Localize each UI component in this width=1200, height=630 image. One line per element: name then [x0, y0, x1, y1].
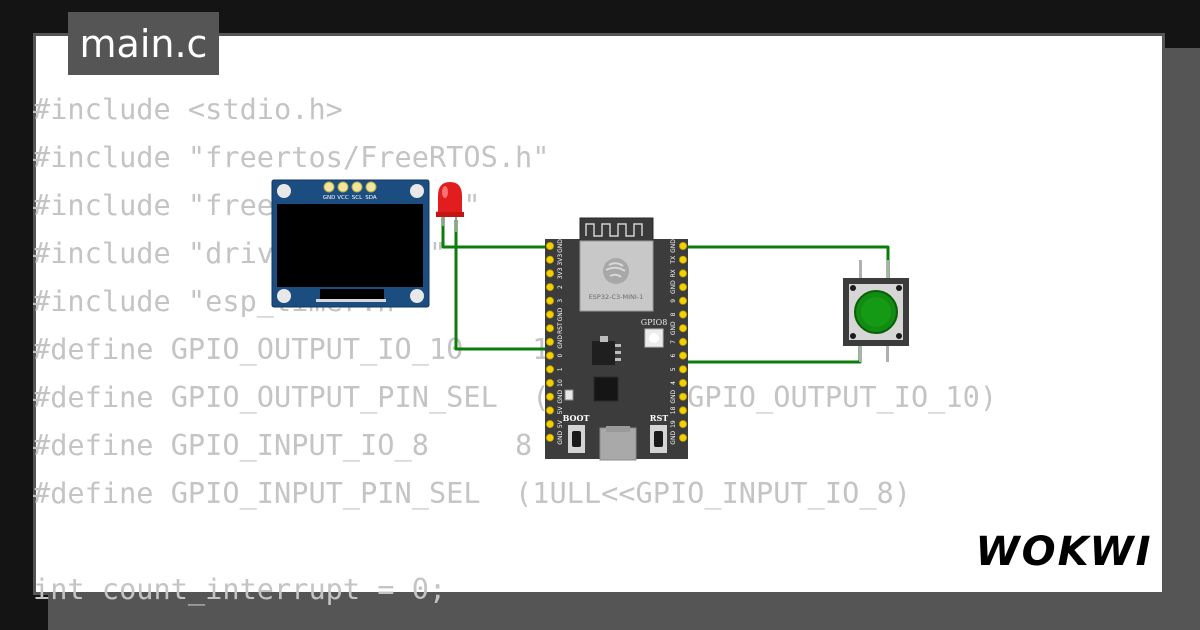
pin-pad[interactable] — [546, 269, 555, 278]
pin-label: GND — [557, 431, 564, 445]
pin-label: TX — [670, 256, 677, 265]
pin-pad[interactable] — [546, 365, 555, 374]
pin-label: 1 — [557, 367, 564, 371]
red-led[interactable] — [436, 182, 464, 232]
pin-label: GND — [557, 335, 564, 349]
pin-label: 5 — [670, 367, 677, 371]
oled-pin-vcc: VCC — [337, 195, 349, 201]
pin-label: RST — [557, 322, 564, 334]
pin-pad[interactable] — [546, 420, 555, 429]
pin-pad[interactable] — [679, 433, 688, 442]
oled-pin-gnd: GND — [323, 195, 336, 201]
pin-pad[interactable] — [546, 283, 555, 292]
pin-label: 5V — [557, 419, 564, 428]
pin-pad[interactable] — [679, 324, 688, 333]
pin-label: 3V3 — [557, 267, 564, 279]
pin-pad[interactable] — [546, 255, 555, 264]
oled-pin-scl: SCL — [352, 195, 363, 201]
boot-label: BOOT — [563, 413, 590, 423]
pin-pad[interactable] — [679, 255, 688, 264]
pin-label: 3V3 — [557, 254, 564, 266]
pin-pad[interactable] — [546, 406, 555, 415]
pin-label: 10 — [557, 379, 564, 387]
code-line: int count_interrupt = 0; — [33, 572, 447, 606]
pin-label: 0 — [557, 354, 564, 358]
pin-label: GND — [670, 389, 677, 403]
pin-label: 9 — [670, 299, 677, 303]
pin-pad[interactable] — [546, 310, 555, 319]
pin-label: 18 — [670, 406, 677, 414]
pin-pad[interactable] — [546, 241, 555, 250]
pin-pad[interactable] — [679, 365, 688, 374]
gpio8-label: GPIO8 — [641, 318, 668, 327]
pin-label: 2 — [557, 285, 564, 289]
pin-label: RX — [670, 269, 677, 277]
pin-pad[interactable] — [546, 351, 555, 360]
pin-pad[interactable] — [679, 420, 688, 429]
code-line: #define GPIO_OUTPUT_PIN_SEL (1ULL << GPI… — [33, 380, 998, 414]
pin-pad[interactable] — [546, 378, 555, 387]
pin-label: GND — [557, 389, 564, 403]
pin-pad[interactable] — [679, 406, 688, 415]
oled-display[interactable]: GND VCC SCL SDA — [271, 179, 430, 308]
code-line: #define GPIO_INPUT_PIN_SEL (1ULL<<GPIO_I… — [33, 476, 911, 510]
push-button[interactable] — [843, 260, 909, 362]
pin-label: GND — [670, 280, 677, 294]
pin-pad[interactable] — [679, 351, 688, 360]
oled-screen — [277, 204, 423, 287]
esp32-module-label: ESP32-C3-MINI-1 — [589, 293, 644, 301]
esp32-c3-board[interactable]: ESP32-C3-MINI-1 GPIO8 BOOT RST GND3V33V3… — [545, 217, 688, 461]
pin-label: 4 — [670, 381, 677, 385]
code-background: #include <stdio.h> #include "freertos/Fre… — [33, 85, 1200, 630]
pin-pad[interactable] — [546, 296, 555, 305]
pin-pad[interactable] — [679, 337, 688, 346]
pin-label: 7 — [670, 340, 677, 344]
wire-led-cathode[interactable] — [441, 215, 549, 249]
rst-label: RST — [650, 413, 668, 423]
pin-pad[interactable] — [546, 337, 555, 346]
pin-pad[interactable] — [679, 392, 688, 401]
pin-label: 19 — [670, 420, 677, 428]
wokwi-logo-text: WOKWI — [976, 529, 1152, 575]
pin-label: GND — [670, 321, 677, 335]
pin-pad[interactable] — [679, 296, 688, 305]
wire-button-gnd[interactable] — [683, 245, 890, 281]
file-tab[interactable]: main.c — [68, 12, 219, 75]
pin-pad[interactable] — [546, 392, 555, 401]
wire-button-signal[interactable] — [681, 329, 862, 364]
pin-label: 3 — [557, 299, 564, 303]
pin-label: GND — [670, 239, 677, 253]
pin-label: GND — [557, 239, 564, 253]
pin-pad[interactable] — [679, 310, 688, 319]
usb-port — [599, 427, 637, 461]
pin-pad[interactable] — [679, 241, 688, 250]
pin-pad[interactable] — [546, 324, 555, 333]
oled-pin-sda: SDA — [365, 195, 377, 201]
pin-pad[interactable] — [679, 283, 688, 292]
pin-label: GND — [557, 307, 564, 321]
wokwi-logo: WOKWI — [976, 529, 1152, 575]
pin-pad[interactable] — [679, 269, 688, 278]
pin-pad[interactable] — [546, 433, 555, 442]
pin-label: 8 — [670, 312, 677, 316]
pin-label: 5V — [557, 406, 564, 415]
pin-pad[interactable] — [679, 378, 688, 387]
code-line: #define GPIO_INPUT_IO_8 8 — [33, 428, 533, 462]
code-line: #include "freertos/FreeRTOS.h" — [33, 140, 550, 174]
code-line: #include <stdio.h> — [33, 92, 343, 126]
pin-label: 6 — [670, 354, 677, 358]
pin-label: GND — [670, 431, 677, 445]
